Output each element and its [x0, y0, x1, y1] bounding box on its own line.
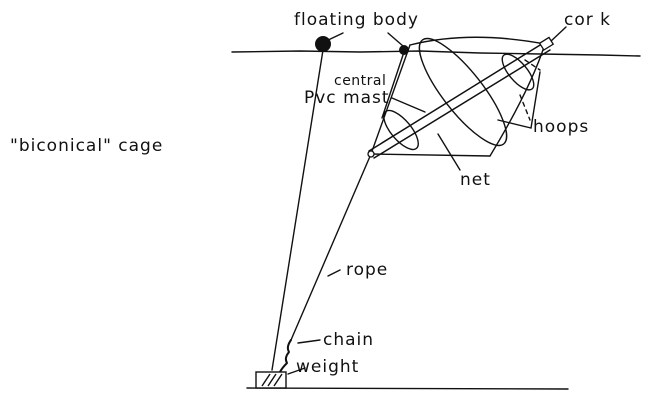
rope-leader: [327, 269, 341, 277]
weight-block: [255, 371, 287, 389]
net-cone-left-bottom: [370, 153, 491, 157]
float-line: [271, 49, 324, 371]
cork: [538, 36, 555, 51]
net-label: net: [460, 170, 491, 190]
weight-label: weight: [296, 357, 360, 377]
floating-body-label: floating body: [294, 10, 419, 30]
hoops-leader-1: [497, 119, 532, 129]
hoop-dash-2: [524, 59, 541, 71]
mast-tip: [367, 150, 375, 158]
small-hoop-right: [501, 53, 535, 91]
cork-leader: [549, 26, 567, 43]
pvc-mast-upper: [368, 41, 546, 152]
central-label: central: [334, 73, 387, 89]
floating-body-sphere: [315, 36, 331, 52]
weight-leader: [287, 367, 306, 375]
floating-body-small: [399, 45, 409, 55]
rope-line: [290, 153, 372, 341]
mast-leader: [391, 97, 426, 113]
sea-floor-line: [246, 387, 569, 390]
net-leader: [437, 133, 461, 171]
net-outline-right: [489, 43, 546, 157]
small-hoop-left: [383, 109, 419, 151]
cork-label: cor k: [564, 10, 611, 30]
net-outline-top: [409, 36, 546, 46]
hoops-leader-2: [530, 71, 541, 129]
chain-label: chain: [323, 330, 375, 350]
large-hoop: [418, 37, 508, 147]
rope-label: rope: [346, 260, 389, 280]
pvc-mast-label: Pvc mast: [304, 88, 390, 108]
net-cone-left-top: [370, 44, 411, 155]
float-leader-2: [387, 32, 404, 47]
hoop-dash-1: [519, 94, 531, 121]
cage-type-label: "biconical" cage: [10, 136, 164, 156]
chain: [279, 339, 292, 373]
pvc-mast-lower: [373, 49, 551, 159]
hoops-label: hoops: [533, 117, 590, 137]
float-tether: [381, 51, 405, 119]
chain-leader: [297, 339, 321, 344]
water-surface-line: [231, 50, 641, 57]
